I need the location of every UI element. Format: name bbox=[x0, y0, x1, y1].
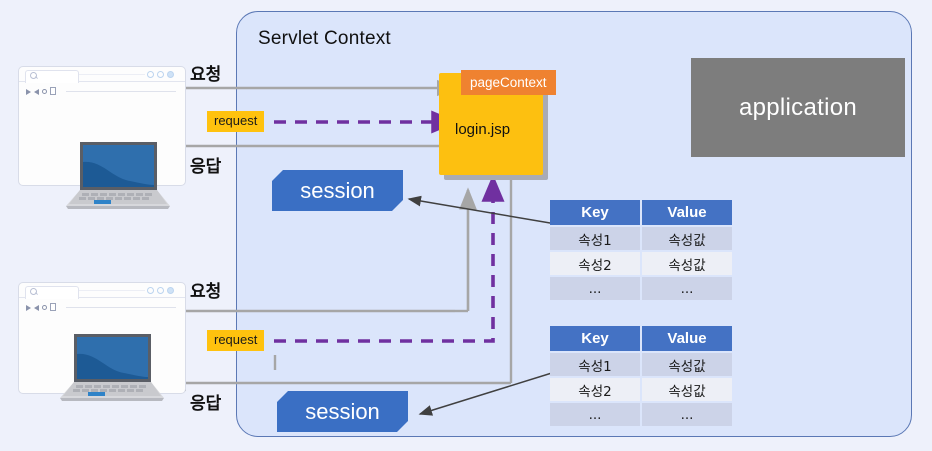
table-cell-value: 속성값 bbox=[642, 378, 732, 401]
request-chip-top: request bbox=[207, 111, 265, 132]
table-header-row: Key Value bbox=[550, 326, 732, 351]
table-cell-value: ... bbox=[642, 403, 732, 426]
table-cell-key: 속성1 bbox=[550, 353, 640, 376]
servlet-context-title: Servlet Context bbox=[258, 28, 391, 49]
attribute-table-top: Key Value 속성1 속성값 속성2 속성값 ... ... bbox=[548, 198, 734, 302]
browser-navbar bbox=[26, 86, 178, 97]
laptop-illustration-top bbox=[54, 138, 170, 210]
table-cell-value: 속성값 bbox=[642, 353, 732, 376]
back-icon[interactable] bbox=[26, 305, 31, 311]
table-cell-key: 속성1 bbox=[550, 227, 640, 250]
table-cell-value: ... bbox=[642, 277, 732, 300]
table-header-value: Value bbox=[642, 326, 732, 351]
maximize-icon[interactable] bbox=[157, 71, 164, 78]
window-controls[interactable] bbox=[144, 287, 178, 296]
minimize-icon[interactable] bbox=[147, 287, 154, 294]
table-header-key: Key bbox=[550, 326, 640, 351]
reload-icon[interactable] bbox=[42, 89, 47, 94]
maximize-icon[interactable] bbox=[157, 287, 164, 294]
page-context-chip: pageContext bbox=[461, 70, 556, 95]
table-row: ... ... bbox=[550, 277, 732, 300]
table-header-value: Value bbox=[642, 200, 732, 225]
session-box-bottom: session bbox=[277, 391, 408, 432]
laptop-illustration-bottom bbox=[48, 330, 164, 402]
address-bar[interactable] bbox=[66, 91, 176, 93]
forward-icon[interactable] bbox=[34, 305, 39, 311]
table-cell-key: 속성2 bbox=[550, 378, 640, 401]
session-box-top: session bbox=[272, 170, 403, 211]
search-icon bbox=[30, 288, 37, 295]
table-cell-value: 속성값 bbox=[642, 252, 732, 275]
request-label-top: 요청 bbox=[190, 65, 222, 85]
session-label: session bbox=[300, 177, 375, 203]
table-row: 속성1 속성값 bbox=[550, 353, 732, 376]
reload-icon[interactable] bbox=[42, 305, 47, 310]
request-chip-bottom: request bbox=[207, 330, 265, 351]
application-label: application bbox=[738, 93, 858, 121]
response-label-bottom: 응답 bbox=[190, 394, 222, 414]
browser-titlebar bbox=[19, 67, 185, 83]
browser-tab[interactable] bbox=[25, 69, 79, 83]
forward-icon[interactable] bbox=[34, 89, 39, 95]
window-controls[interactable] bbox=[144, 71, 178, 80]
table-cell-key: ... bbox=[550, 277, 640, 300]
address-bar[interactable] bbox=[66, 307, 176, 309]
response-label-top: 응답 bbox=[190, 157, 222, 177]
page-icon bbox=[50, 303, 56, 311]
request-label-bottom: 요청 bbox=[190, 282, 222, 302]
page-file-label: login.jsp bbox=[455, 121, 511, 138]
table-row: 속성2 속성값 bbox=[550, 252, 732, 275]
table-header-key: Key bbox=[550, 200, 640, 225]
table-row: 속성2 속성값 bbox=[550, 378, 732, 401]
browser-tab-strip bbox=[79, 74, 145, 75]
browser-titlebar bbox=[19, 283, 185, 299]
back-icon[interactable] bbox=[26, 89, 31, 95]
close-icon[interactable] bbox=[167, 287, 174, 294]
browser-tab-strip bbox=[79, 290, 145, 291]
search-icon bbox=[30, 72, 37, 79]
table-cell-value: 속성값 bbox=[642, 227, 732, 250]
table-cell-key: 속성2 bbox=[550, 252, 640, 275]
page-icon bbox=[50, 87, 56, 95]
table-row: 속성1 속성값 bbox=[550, 227, 732, 250]
browser-tab[interactable] bbox=[25, 285, 79, 299]
application-box: application bbox=[691, 58, 905, 157]
close-icon[interactable] bbox=[167, 71, 174, 78]
table-header-row: Key Value bbox=[550, 200, 732, 225]
session-label: session bbox=[305, 398, 380, 424]
minimize-icon[interactable] bbox=[147, 71, 154, 78]
table-row: ... ... bbox=[550, 403, 732, 426]
browser-navbar bbox=[26, 302, 178, 313]
table-cell-key: ... bbox=[550, 403, 640, 426]
attribute-table-bottom: Key Value 속성1 속성값 속성2 속성값 ... ... bbox=[548, 324, 734, 428]
